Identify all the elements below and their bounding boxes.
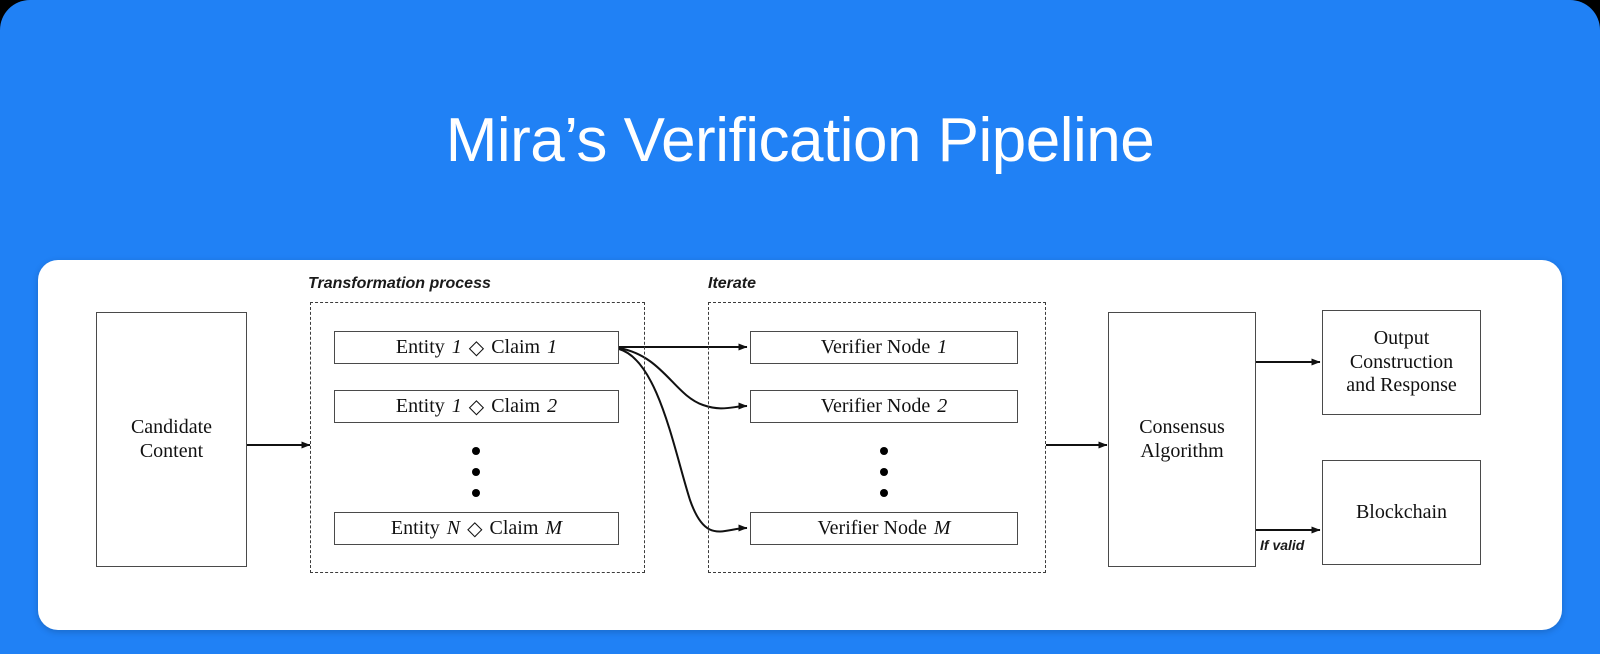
node-entity-claim-n[interactable]: Entity N ◇ Claim M bbox=[334, 512, 619, 545]
entity-index-2: 1 bbox=[451, 394, 462, 417]
transformation-process-frame bbox=[310, 302, 645, 573]
candidate-content-line1: Candidate bbox=[130, 415, 213, 438]
edge-claim-to-verifier-m bbox=[618, 348, 748, 533]
diagram-connectors bbox=[247, 343, 1321, 534]
node-verifier-2[interactable]: Verifier Node 2 bbox=[750, 390, 1018, 423]
output-line1: Output bbox=[1373, 327, 1430, 350]
verification-pipeline-diagram: Transformation process Iterate Candidate… bbox=[38, 260, 1562, 630]
node-output-construction[interactable]: Output Construction and Response bbox=[1322, 310, 1481, 415]
verifier-word-2: Verifier Node bbox=[820, 394, 931, 417]
page-title: Mira’s Verification Pipeline bbox=[445, 106, 1155, 175]
consensus-line1: Consensus bbox=[1139, 415, 1225, 438]
claim-word-n: Claim bbox=[489, 516, 539, 539]
claim-index-m: M bbox=[545, 516, 563, 539]
claim-word-1: Claim bbox=[491, 335, 541, 358]
node-consensus-algorithm[interactable]: Consensus Algorithm bbox=[1108, 312, 1256, 567]
claim-index-2: 2 bbox=[547, 394, 558, 417]
iterate-label: Iterate bbox=[708, 275, 757, 292]
consensus-line2: Algorithm bbox=[1140, 439, 1224, 462]
claim-separator-icon: ◇ bbox=[468, 395, 485, 418]
entity-index-1: 1 bbox=[451, 335, 462, 358]
verifier-index-1: 1 bbox=[937, 335, 948, 358]
edge-claim-to-verifier-2 bbox=[618, 347, 748, 410]
entity-word-n: Entity bbox=[390, 516, 440, 539]
claims-ellipsis-icon bbox=[472, 447, 480, 497]
candidate-content-line2: Content bbox=[139, 439, 204, 462]
output-line2: Construction bbox=[1349, 350, 1454, 373]
claim-separator-icon: ◇ bbox=[467, 517, 483, 540]
node-verifier-m[interactable]: Verifier Node M bbox=[750, 512, 1018, 545]
diagram-card: Transformation process Iterate Candidate… bbox=[38, 260, 1562, 630]
verifier-word-m: Verifier Node bbox=[817, 516, 927, 539]
node-blockchain[interactable]: Blockchain bbox=[1322, 460, 1481, 565]
claim-separator-icon: ◇ bbox=[468, 336, 485, 359]
entity-word-1: Entity bbox=[395, 335, 445, 358]
output-line3: and Response bbox=[1346, 374, 1457, 397]
claim-word-2: Claim bbox=[491, 394, 541, 417]
node-entity-claim-2[interactable]: Entity 1 ◇ Claim 2 bbox=[334, 390, 619, 423]
blockchain-label: Blockchain bbox=[1355, 500, 1448, 523]
node-candidate-content[interactable]: Candidate Content bbox=[96, 312, 247, 567]
verifier-index-2: 2 bbox=[937, 394, 948, 417]
verifier-index-m: M bbox=[933, 516, 951, 539]
entity-index-n: N bbox=[446, 516, 461, 539]
verifier-word-1: Verifier Node bbox=[820, 335, 931, 358]
node-verifier-1[interactable]: Verifier Node 1 bbox=[750, 331, 1018, 364]
node-entity-claim-1[interactable]: Entity 1 ◇ Claim 1 bbox=[334, 331, 619, 364]
entity-word-2: Entity bbox=[395, 394, 445, 417]
claim-index-1: 1 bbox=[547, 335, 558, 358]
iterate-frame bbox=[708, 302, 1046, 573]
transformation-process-label: Transformation process bbox=[308, 275, 491, 292]
verifiers-ellipsis-icon bbox=[880, 447, 888, 497]
if-valid-label: If valid bbox=[1260, 537, 1305, 553]
